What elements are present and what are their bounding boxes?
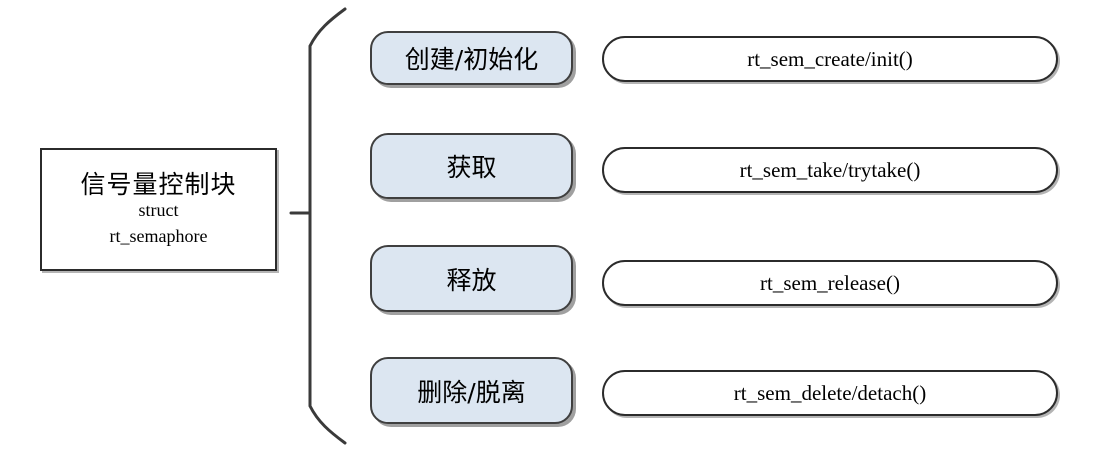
operation-label: 删除/脱离 (417, 377, 526, 407)
left-curly-brace-icon (289, 7, 347, 445)
operation-button-create-init[interactable]: 创建/初始化 (370, 31, 573, 85)
api-label: rt_sem_create/init() (747, 46, 913, 71)
api-label: rt_sem_release() (760, 270, 900, 295)
api-label: rt_sem_take/trytake() (739, 157, 921, 182)
operation-button-delete-detach[interactable]: 删除/脱离 (370, 357, 573, 424)
api-pill-release[interactable]: rt_sem_release() (602, 260, 1058, 306)
api-label: rt_sem_delete/detach() (733, 380, 927, 405)
operation-button-release[interactable]: 释放 (370, 245, 573, 312)
operation-label: 获取 (446, 153, 497, 182)
api-pill-delete-detach[interactable]: rt_sem_delete/detach() (602, 370, 1058, 416)
control-block-title: 信号量控制块 (80, 170, 237, 200)
operation-label: 释放 (446, 265, 497, 295)
api-pill-take-trytake[interactable]: rt_sem_take/trytake() (602, 147, 1058, 193)
control-block-struct-keyword: struct (138, 200, 179, 221)
api-pill-create-init[interactable]: rt_sem_create/init() (602, 36, 1058, 82)
operation-button-take[interactable]: 获取 (370, 133, 573, 199)
control-block-node: 信号量控制块 struct rt_semaphore (40, 148, 277, 271)
control-block-struct-name: rt_semaphore (109, 225, 208, 246)
operation-label: 创建/初始化 (404, 45, 539, 74)
brace-connector (288, 6, 368, 446)
